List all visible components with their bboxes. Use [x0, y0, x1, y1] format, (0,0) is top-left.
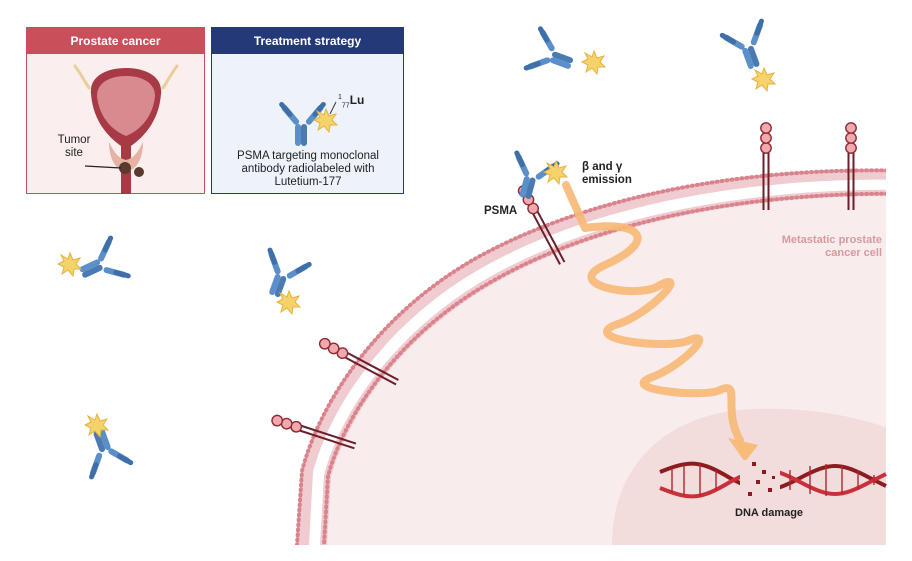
cell-label-line1: Metastatic prostate — [781, 234, 882, 246]
treatment-description: PSMA targeting monoclonal antibody radio… — [237, 150, 379, 188]
tumor-site-label: Tumor site — [49, 134, 99, 160]
tumor-label-line1: Tumor — [57, 134, 91, 146]
prostate-panel-title: Prostate cancer — [27, 28, 204, 54]
prostate-icon — [73, 64, 179, 194]
prostate-cancer-panel: Prostate cancer Tumor site — [26, 27, 205, 194]
psma-label: PSMA — [484, 205, 518, 217]
tumor-label-line2: site — [65, 147, 83, 159]
emission-line1: β and γ — [582, 161, 623, 173]
isotope-subscript: 77 — [341, 102, 350, 110]
antibody-icon — [278, 100, 338, 146]
radiation-wave — [562, 181, 758, 462]
emission-line2: emission — [582, 174, 632, 186]
cell-label-line2: cancer cell — [825, 247, 882, 259]
isotope-superscript: 1 — [338, 94, 342, 101]
cancer-cell-label: Metastatic prostate cancer cell — [730, 234, 882, 260]
emission-label: β and γ emission — [582, 161, 662, 187]
treatment-panel-title: Treatment strategy — [212, 28, 403, 54]
bound-antibody — [502, 148, 568, 205]
isotope-symbol: Lu — [349, 93, 365, 107]
dna-damage-label: DNA damage — [735, 507, 804, 519]
isotope-label: 177Lu — [338, 91, 364, 112]
treatment-strategy-panel: Treatment strategy 177Lu PSMA targeting … — [211, 27, 404, 194]
dna-strand — [659, 460, 887, 500]
